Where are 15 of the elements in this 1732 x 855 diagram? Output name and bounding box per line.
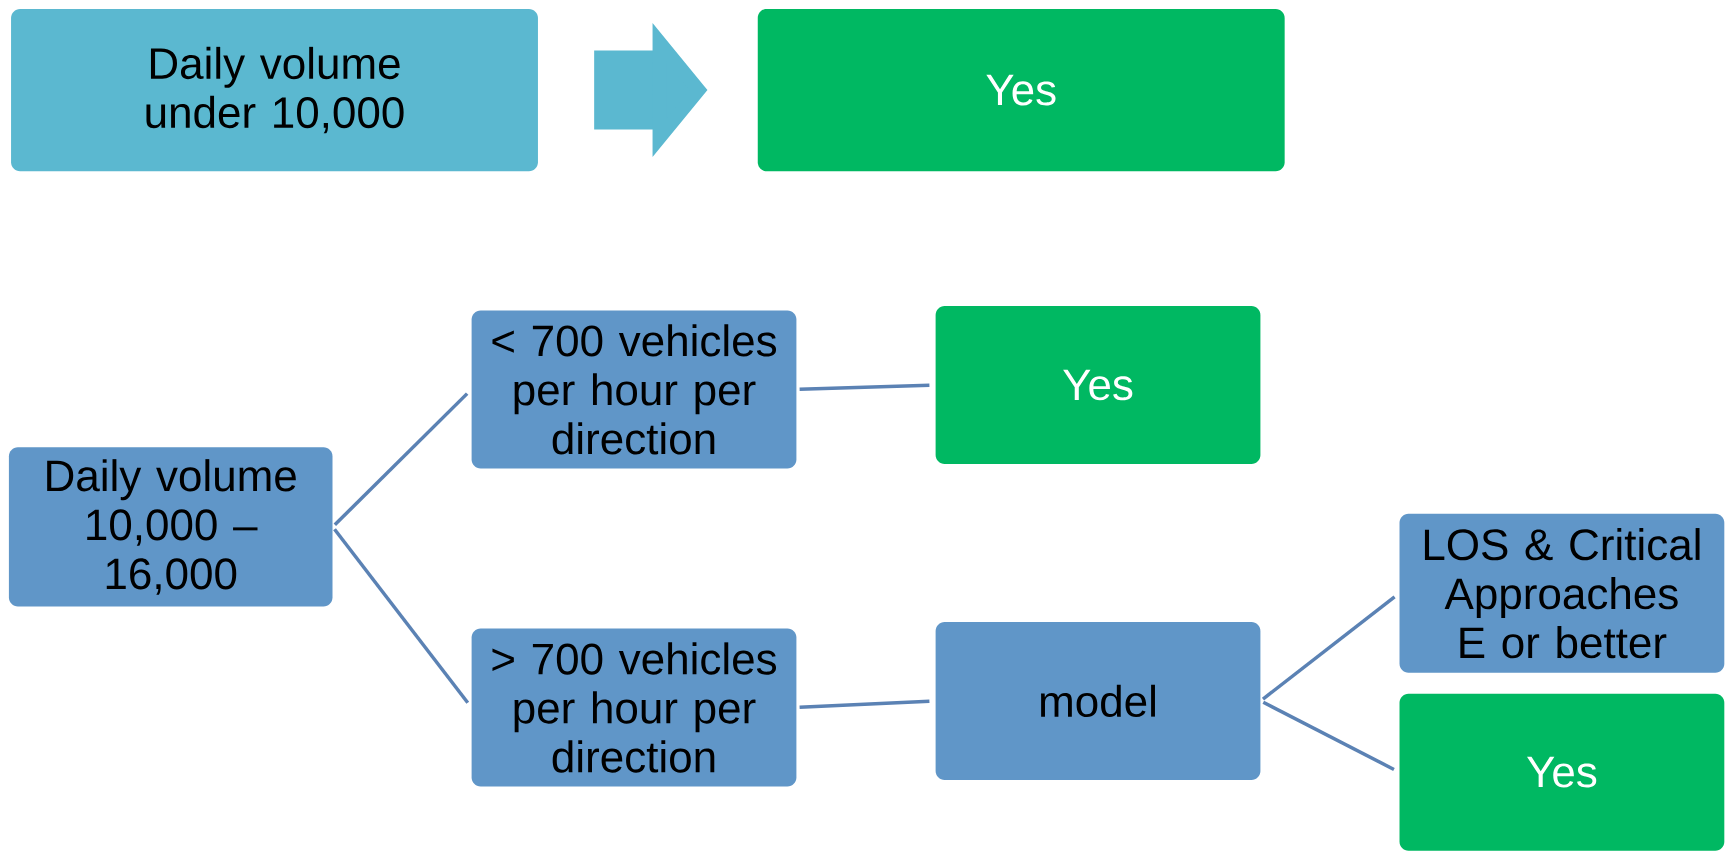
process-box: model xyxy=(935,621,1261,780)
connector-line xyxy=(799,699,930,710)
process-box: Daily volume under 10,000 xyxy=(11,8,538,172)
process-box: > 700 vehicles per hour per direction xyxy=(471,628,797,787)
connector-line xyxy=(1262,700,1395,771)
process-box: Yes xyxy=(757,8,1285,172)
process-box: < 700 vehicles per hour per direction xyxy=(471,310,797,469)
process-box: LOS & Critical Approaches E or better xyxy=(1399,513,1725,673)
connector-line xyxy=(1261,595,1396,701)
process-box: Yes xyxy=(935,306,1261,464)
connector-line xyxy=(333,392,469,527)
connector-line xyxy=(799,383,930,392)
process-box: Yes xyxy=(1399,693,1725,851)
connector-line xyxy=(333,528,470,704)
process-box: Daily volume 10,000 – 16,000 xyxy=(8,447,333,607)
